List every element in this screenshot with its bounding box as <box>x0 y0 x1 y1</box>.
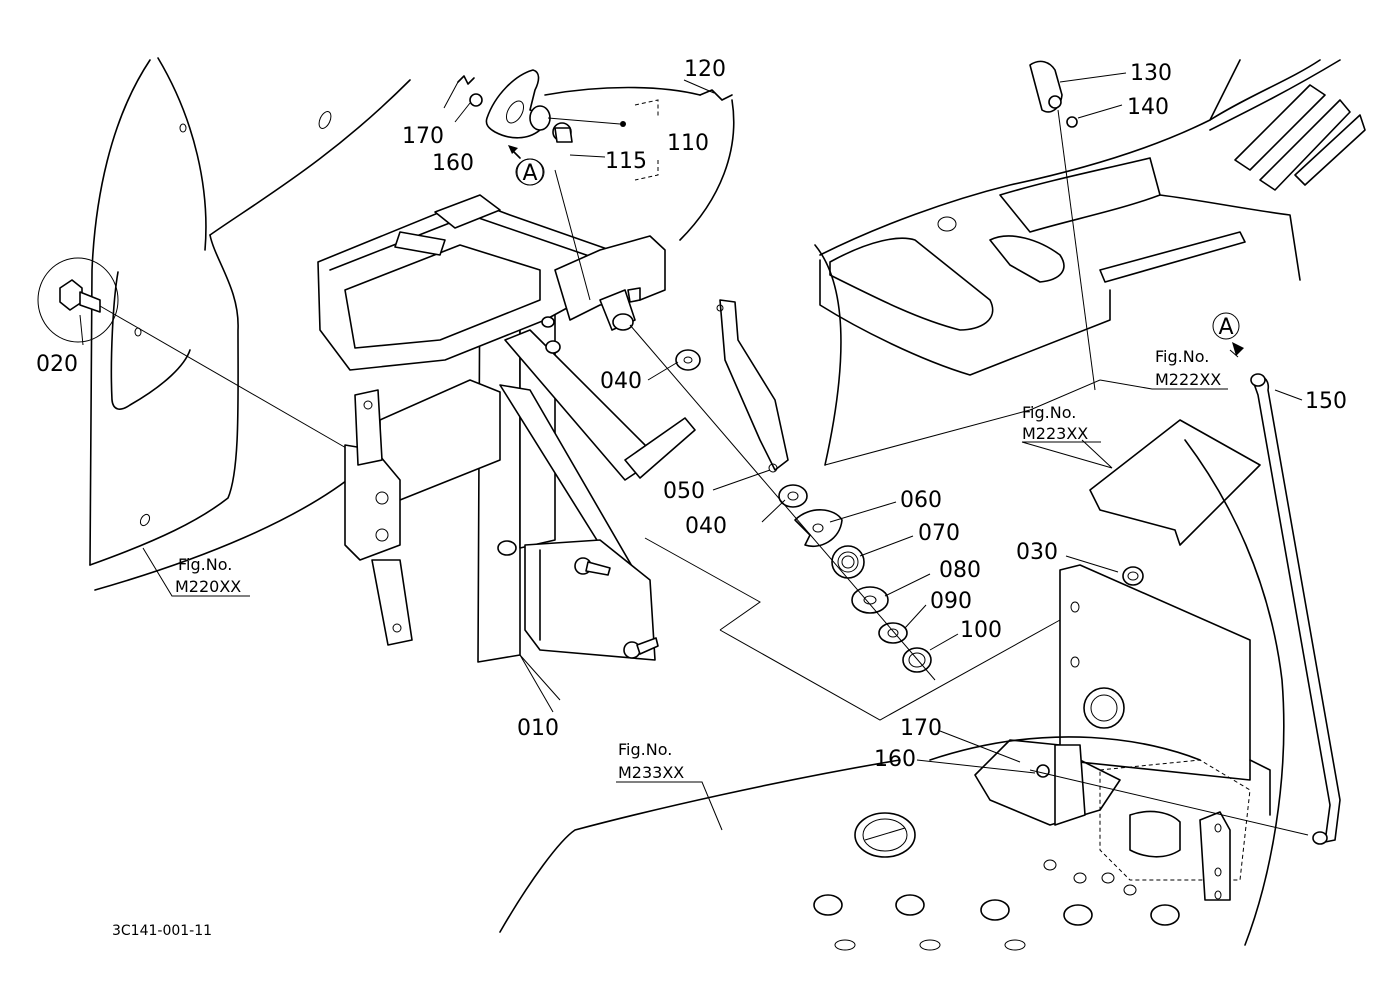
part-label-040-upper: 040 <box>600 369 642 394</box>
part-label-170-top: 170 <box>402 124 444 149</box>
part-label-100: 100 <box>960 618 1002 643</box>
part-label-010: 010 <box>517 716 559 741</box>
diagram-code: 3C141-001-11 <box>112 923 212 939</box>
part-label-110: 110 <box>667 131 709 156</box>
left-body-panel <box>89 57 411 591</box>
part-label-070: 070 <box>918 521 960 546</box>
cam-plate-assembly <box>457 69 735 241</box>
part-label-140: 140 <box>1127 95 1169 120</box>
floor-plate-lower-right <box>499 244 1285 951</box>
part-labels: 020 010 040 050 040 060 070 080 090 100 … <box>36 57 1347 772</box>
callout-a-top: A <box>516 158 544 186</box>
callout-a-right-label: A <box>1218 315 1233 340</box>
part-label-115: 115 <box>605 149 647 174</box>
rod-150 <box>1029 373 1341 845</box>
part-label-170-bottom: 170 <box>900 716 942 741</box>
fig-label-m233: Fig.No. <box>618 740 672 759</box>
part-label-020: 020 <box>36 352 78 377</box>
part-label-120: 120 <box>684 57 726 82</box>
bolt-020 <box>37 257 361 457</box>
fig-ref-m222: M222XX <box>1155 370 1221 389</box>
fig-ref-m223: M223XX <box>1022 424 1088 443</box>
fig-label-m222: Fig.No. <box>1155 347 1209 366</box>
part-label-030: 030 <box>1016 540 1058 565</box>
callout-a-top-label: A <box>522 161 537 186</box>
fig-ref-m233: M233XX <box>618 763 684 782</box>
figure-refs: Fig.No. M220XX Fig.No. M222XX Fig.No. M2… <box>175 347 1221 782</box>
callout-a-right: A <box>1212 312 1240 340</box>
part-label-160-top: 160 <box>432 151 474 176</box>
part-label-040-lower: 040 <box>685 514 727 539</box>
console-upper-right <box>819 59 1366 391</box>
leader-lines <box>79 72 1303 831</box>
part-label-090: 090 <box>930 589 972 614</box>
bracket-010 <box>317 169 696 701</box>
shaft-parts-stack <box>629 299 936 681</box>
part-label-060: 060 <box>900 488 942 513</box>
part-label-130: 130 <box>1130 61 1172 86</box>
part-label-080: 080 <box>939 558 981 583</box>
part-label-050: 050 <box>663 479 705 504</box>
fig-label-m220: Fig.No. <box>178 555 232 574</box>
part-label-160-bottom: 160 <box>874 747 916 772</box>
fig-label-m223: Fig.No. <box>1022 403 1076 422</box>
fig-ref-m220: M220XX <box>175 577 241 596</box>
part-label-150: 150 <box>1305 389 1347 414</box>
